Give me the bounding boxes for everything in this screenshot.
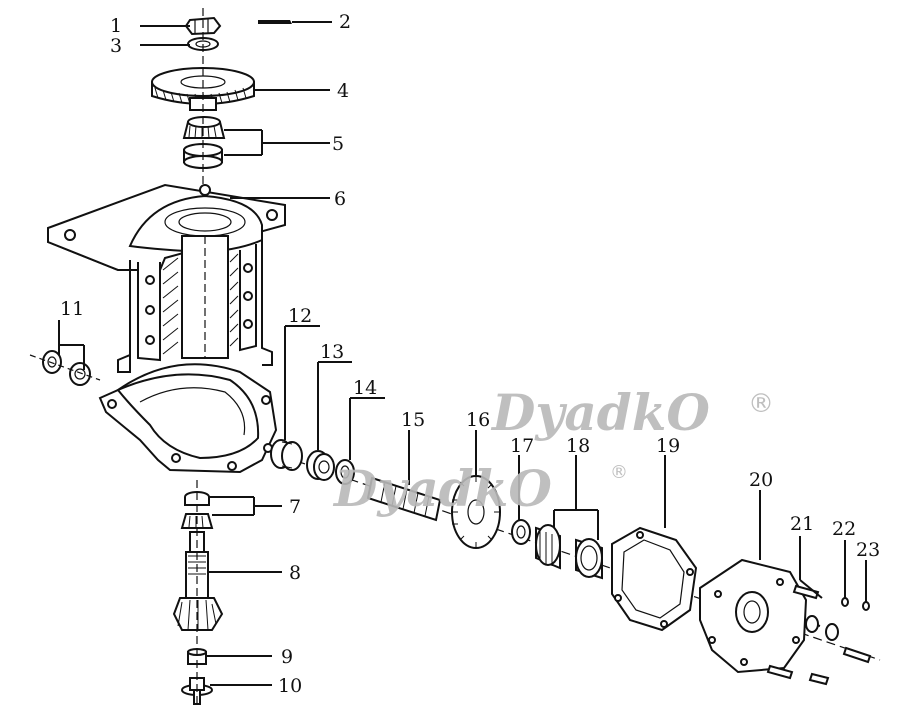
pinion-shaft-part — [172, 531, 224, 631]
callout-17: 17 — [510, 435, 534, 457]
callout-3: 3 — [110, 35, 122, 57]
bearing-part — [182, 116, 226, 139]
callout-5: 5 — [332, 133, 344, 155]
callout-10: 10 — [278, 675, 302, 697]
left-bearing-pair — [29, 350, 101, 386]
leader-lines — [58, 21, 867, 686]
callout-13: 13 — [320, 341, 344, 363]
callout-18: 18 — [566, 435, 590, 457]
callout-14: 14 — [353, 377, 377, 399]
watermark-registered-mark: ® — [610, 462, 628, 483]
callout-labels: 1 2 3 4 5 6 7 8 9 10 11 12 13 14 15 16 1… — [60, 11, 880, 697]
callout-21: 21 — [790, 513, 814, 535]
callout-8: 8 — [289, 562, 301, 584]
callout-6: 6 — [334, 188, 346, 210]
callout-22: 22 — [832, 518, 856, 540]
callout-2: 2 — [339, 11, 351, 33]
bearing-cup-12 — [270, 439, 303, 471]
watermark-text: DyadkO — [490, 383, 710, 442]
bolt-21 — [799, 579, 823, 599]
washer-22 — [841, 597, 849, 607]
nut-23 — [862, 601, 870, 611]
callout-15: 15 — [401, 409, 425, 431]
bearing-13 — [306, 450, 335, 481]
callout-7: 7 — [289, 496, 301, 518]
splined-shaft-15 — [366, 476, 442, 522]
gasket-19 — [611, 526, 698, 632]
pin-part — [258, 20, 302, 24]
watermark-upper: DyadkO ® — [490, 383, 774, 442]
callout-12: 12 — [288, 305, 312, 327]
end-cover-20 — [699, 558, 808, 674]
gearbox-housing — [47, 183, 286, 474]
watermark-text: DyadkO — [332, 459, 552, 518]
callout-1: 1 — [110, 15, 122, 37]
callout-16: 16 — [466, 409, 490, 431]
ring-17 — [511, 519, 531, 545]
callout-9: 9 — [281, 646, 293, 668]
watermark-registered-mark: ® — [748, 389, 774, 419]
callout-20: 20 — [749, 469, 773, 491]
spacer-14 — [335, 459, 355, 485]
callout-19: 19 — [656, 435, 680, 457]
watermark-lower: DyadkO ® — [332, 459, 628, 518]
callout-4: 4 — [337, 80, 349, 102]
callout-23: 23 — [856, 539, 880, 561]
bearing-18 — [535, 524, 603, 580]
callout-11: 11 — [60, 298, 84, 320]
